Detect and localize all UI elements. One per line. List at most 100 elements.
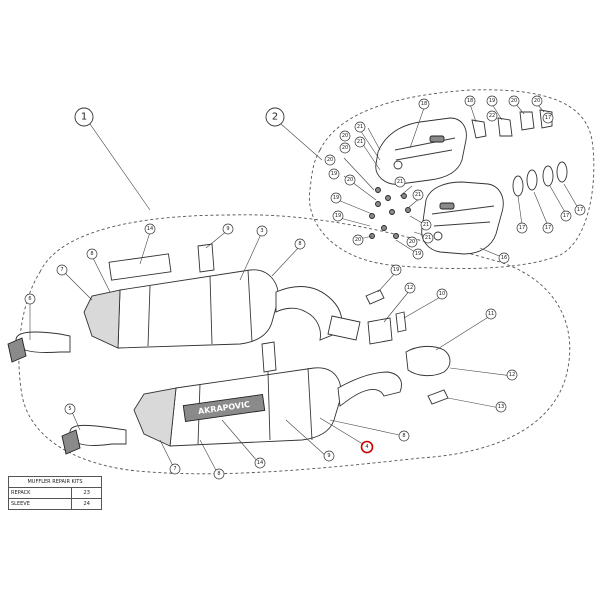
- label-13: 13: [495, 401, 507, 413]
- label-21a: 21: [354, 121, 366, 133]
- svg-text:19: 19: [335, 213, 341, 219]
- svg-text:20: 20: [347, 177, 353, 183]
- label-18a: 18: [418, 98, 430, 110]
- mounting-brackets: [471, 109, 553, 139]
- clamp-rings: [512, 161, 568, 197]
- label-7-upper: 7: [56, 264, 68, 276]
- label-21c: 21: [394, 176, 406, 188]
- label-9-upper: 9: [222, 223, 234, 235]
- lower-end-cap: [133, 387, 177, 447]
- label-19d: 19: [332, 210, 344, 222]
- label-19-upper: 19: [390, 264, 402, 276]
- label-12-upper: 12: [404, 282, 416, 294]
- hardware-bolts: [369, 187, 411, 239]
- repair-table-title-row: MUFFLER REPAIR KITS: [8, 476, 102, 488]
- svg-text:12: 12: [407, 285, 413, 291]
- callout-2-leader: [280, 123, 323, 161]
- label-14-lower: 14: [254, 457, 266, 469]
- label-10: 10: [436, 288, 448, 300]
- svg-text:18: 18: [467, 98, 473, 104]
- svg-text:21: 21: [425, 235, 431, 241]
- group-2-leaders: [337, 102, 579, 259]
- callout-assembly-2: 2: [265, 107, 285, 127]
- svg-text:11: 11: [488, 311, 494, 317]
- label-4-highlighted: 4: [360, 440, 374, 454]
- label-20g: 20: [406, 236, 418, 248]
- label-8-upper-a: 8: [86, 248, 98, 260]
- svg-text:9: 9: [327, 453, 330, 459]
- svg-text:19: 19: [489, 98, 495, 104]
- svg-text:10: 10: [439, 291, 445, 297]
- label-17a: 17: [516, 222, 528, 234]
- upper-muffler-labels: 14 9 3 8 7 8 6 19 12 10: [24, 223, 448, 305]
- svg-text:2: 2: [272, 112, 278, 123]
- label-14-upper: 14: [144, 223, 156, 235]
- label-19b: 19: [328, 168, 340, 180]
- svg-text:22: 22: [489, 113, 495, 119]
- label-12-lower: 12: [506, 369, 518, 381]
- svg-text:17: 17: [519, 225, 525, 231]
- svg-text:20: 20: [511, 98, 517, 104]
- svg-text:17: 17: [577, 207, 583, 213]
- upper-muffler-leaders: [29, 229, 443, 340]
- label-20e: 20: [324, 154, 336, 166]
- gasket-plate: [367, 317, 393, 345]
- label-21e: 21: [422, 232, 434, 244]
- label-20a: 20: [508, 95, 520, 107]
- label-21d: 21: [412, 189, 424, 201]
- svg-text:19: 19: [333, 195, 339, 201]
- svg-text:21: 21: [397, 179, 403, 185]
- svg-text:17: 17: [545, 225, 551, 231]
- svg-text:3: 3: [260, 228, 263, 234]
- svg-text:4: 4: [365, 444, 368, 450]
- svg-text:12: 12: [509, 372, 515, 378]
- label-20f: 20: [344, 174, 356, 186]
- svg-text:8: 8: [90, 251, 93, 257]
- label-11: 11: [485, 308, 497, 320]
- repair-table-row: SLEEVE 24: [7, 498, 102, 510]
- svg-text:19: 19: [393, 267, 399, 273]
- svg-text:21: 21: [423, 222, 429, 228]
- svg-text:21: 21: [357, 139, 363, 145]
- svg-text:13: 13: [498, 404, 504, 410]
- upper-end-cap: [83, 289, 121, 349]
- label-20d: 20: [339, 142, 351, 154]
- repair-table-title: MUFFLER REPAIR KITS: [8, 476, 102, 488]
- callout-assembly-1: 1: [74, 107, 94, 127]
- svg-text:20: 20: [342, 133, 348, 139]
- label-22: 22: [486, 110, 498, 122]
- svg-text:6: 6: [28, 296, 31, 302]
- label-21f: 21: [420, 219, 432, 231]
- lower-hanger-bracket: [261, 341, 277, 373]
- coupler-sleeve: [405, 345, 451, 377]
- svg-text:18: 18: [421, 101, 427, 107]
- label-17e: 17: [542, 112, 554, 124]
- label-5: 5: [64, 403, 76, 415]
- svg-text:20: 20: [534, 98, 540, 104]
- svg-text:8: 8: [217, 471, 220, 477]
- svg-text:20: 20: [409, 239, 415, 245]
- repair-kit-name: SLEEVE: [7, 498, 73, 510]
- upper-link-pipe: [275, 286, 343, 341]
- repair-kit-code: 23: [71, 487, 102, 499]
- svg-text:19: 19: [331, 171, 337, 177]
- label-20h: 20: [352, 234, 364, 246]
- assembly-2-outline: [308, 89, 595, 269]
- svg-text:20: 20: [342, 145, 348, 151]
- label-19a: 19: [486, 95, 498, 107]
- heat-label-plate: [108, 253, 172, 281]
- svg-text:20: 20: [327, 157, 333, 163]
- lower-muffler: AKRAPOVIC: [61, 341, 451, 455]
- svg-text:1: 1: [81, 112, 87, 123]
- upper-muffler: [7, 243, 407, 363]
- svg-text:7: 7: [60, 267, 63, 273]
- label-3: 3: [256, 225, 268, 237]
- label-21b: 21: [354, 136, 366, 148]
- group-2-labels: 18 18 19 22 20 20 20 20 20 20 21 21 21 2…: [324, 95, 586, 264]
- lower-muffler-leaders: [71, 315, 513, 475]
- svg-text:21: 21: [357, 124, 363, 130]
- svg-text:17: 17: [563, 213, 569, 219]
- svg-text:8: 8: [298, 241, 301, 247]
- svg-text:21: 21: [415, 192, 421, 198]
